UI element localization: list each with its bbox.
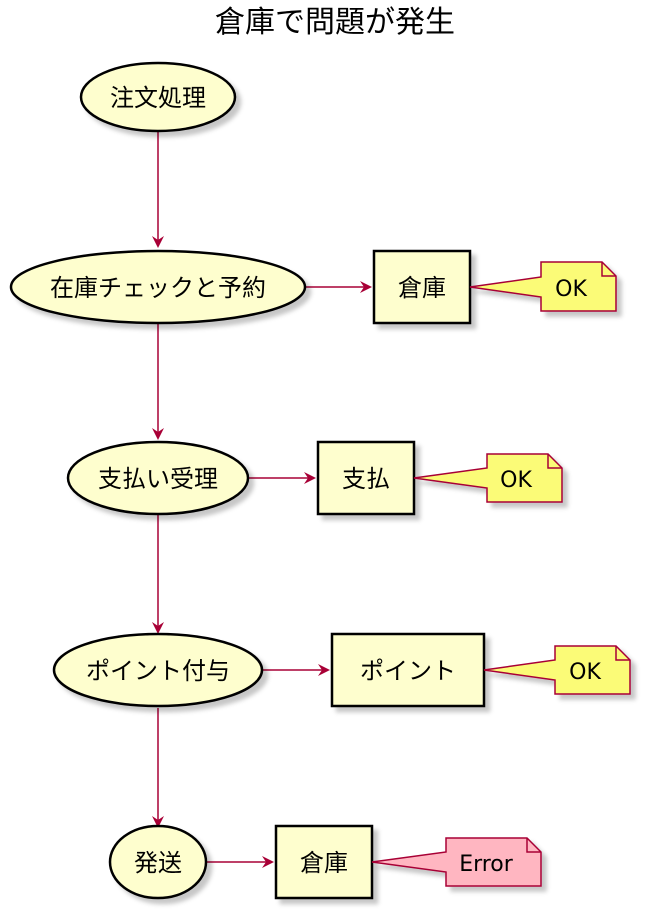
box-warehouse-2: 倉庫 (274, 824, 374, 900)
note-ok-3-text: OK (569, 660, 601, 685)
note-error-text: Error (459, 852, 514, 877)
side-arrows (206, 281, 372, 868)
node-payment-label: 支払い受理 (98, 465, 218, 493)
box-warehouse-2-label: 倉庫 (300, 849, 348, 877)
note-ok-3: OK (483, 645, 631, 695)
node-ship: 発送 (108, 824, 208, 900)
node-ship-label: 発送 (134, 849, 182, 877)
note-error: Error (371, 837, 542, 887)
box-warehouse-1-label: 倉庫 (398, 274, 446, 302)
box-points-label: ポイント (360, 657, 456, 685)
node-points-label: ポイント付与 (86, 657, 230, 685)
note-ok-1: OK (469, 261, 617, 312)
note-ok-2: OK (413, 453, 563, 503)
node-order-label: 注文処理 (110, 84, 206, 112)
node-payment: 支払い受理 (66, 440, 250, 516)
node-points: ポイント付与 (52, 632, 264, 708)
box-payment-label: 支払 (342, 465, 390, 493)
box-warehouse-1: 倉庫 (372, 249, 472, 325)
diagram-title: 倉庫で問題が発生 (215, 5, 455, 40)
note-ok-2-text: OK (500, 468, 532, 493)
node-stock-label: 在庫チェックと予約 (50, 274, 266, 302)
box-points: ポイント (330, 632, 486, 708)
note-ok-1-text: OK (555, 277, 587, 302)
node-order: 注文処理 (79, 61, 237, 133)
box-payment: 支払 (316, 440, 416, 516)
node-stock: 在庫チェックと予約 (9, 249, 307, 325)
